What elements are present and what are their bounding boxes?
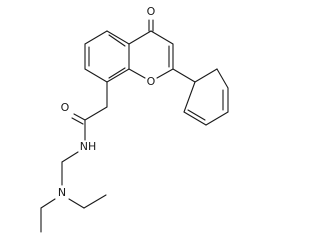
bond [172,68,196,83]
bond [194,68,218,83]
bond [84,30,108,45]
bond [68,198,85,209]
bond [156,68,174,79]
bond [73,113,86,121]
bond [40,198,56,209]
bond [205,111,229,126]
ring-oxygen-label: O [147,75,156,88]
carbonyl-oxygen-label: O [147,5,156,18]
amine-nitrogen-label: N [58,186,66,199]
bond [61,151,79,163]
bond-layer [40,19,229,233]
bond [71,117,84,125]
amide-nh-label: NH [80,140,97,153]
amide-oxygen-label: O [61,101,70,114]
molecule-structure: O O O NH N [40,5,229,233]
bond [83,194,107,209]
bond [84,68,108,83]
bond [84,106,108,121]
bond [106,68,130,83]
bond [128,30,152,45]
bond [108,34,126,47]
bond [150,30,174,45]
bond [187,109,206,121]
bond [108,67,126,79]
bond [106,30,130,45]
atom-label-layer: O O O NH N [58,5,156,199]
bond [183,81,196,113]
bond [128,68,146,79]
bond [183,111,207,126]
bond [216,68,229,89]
